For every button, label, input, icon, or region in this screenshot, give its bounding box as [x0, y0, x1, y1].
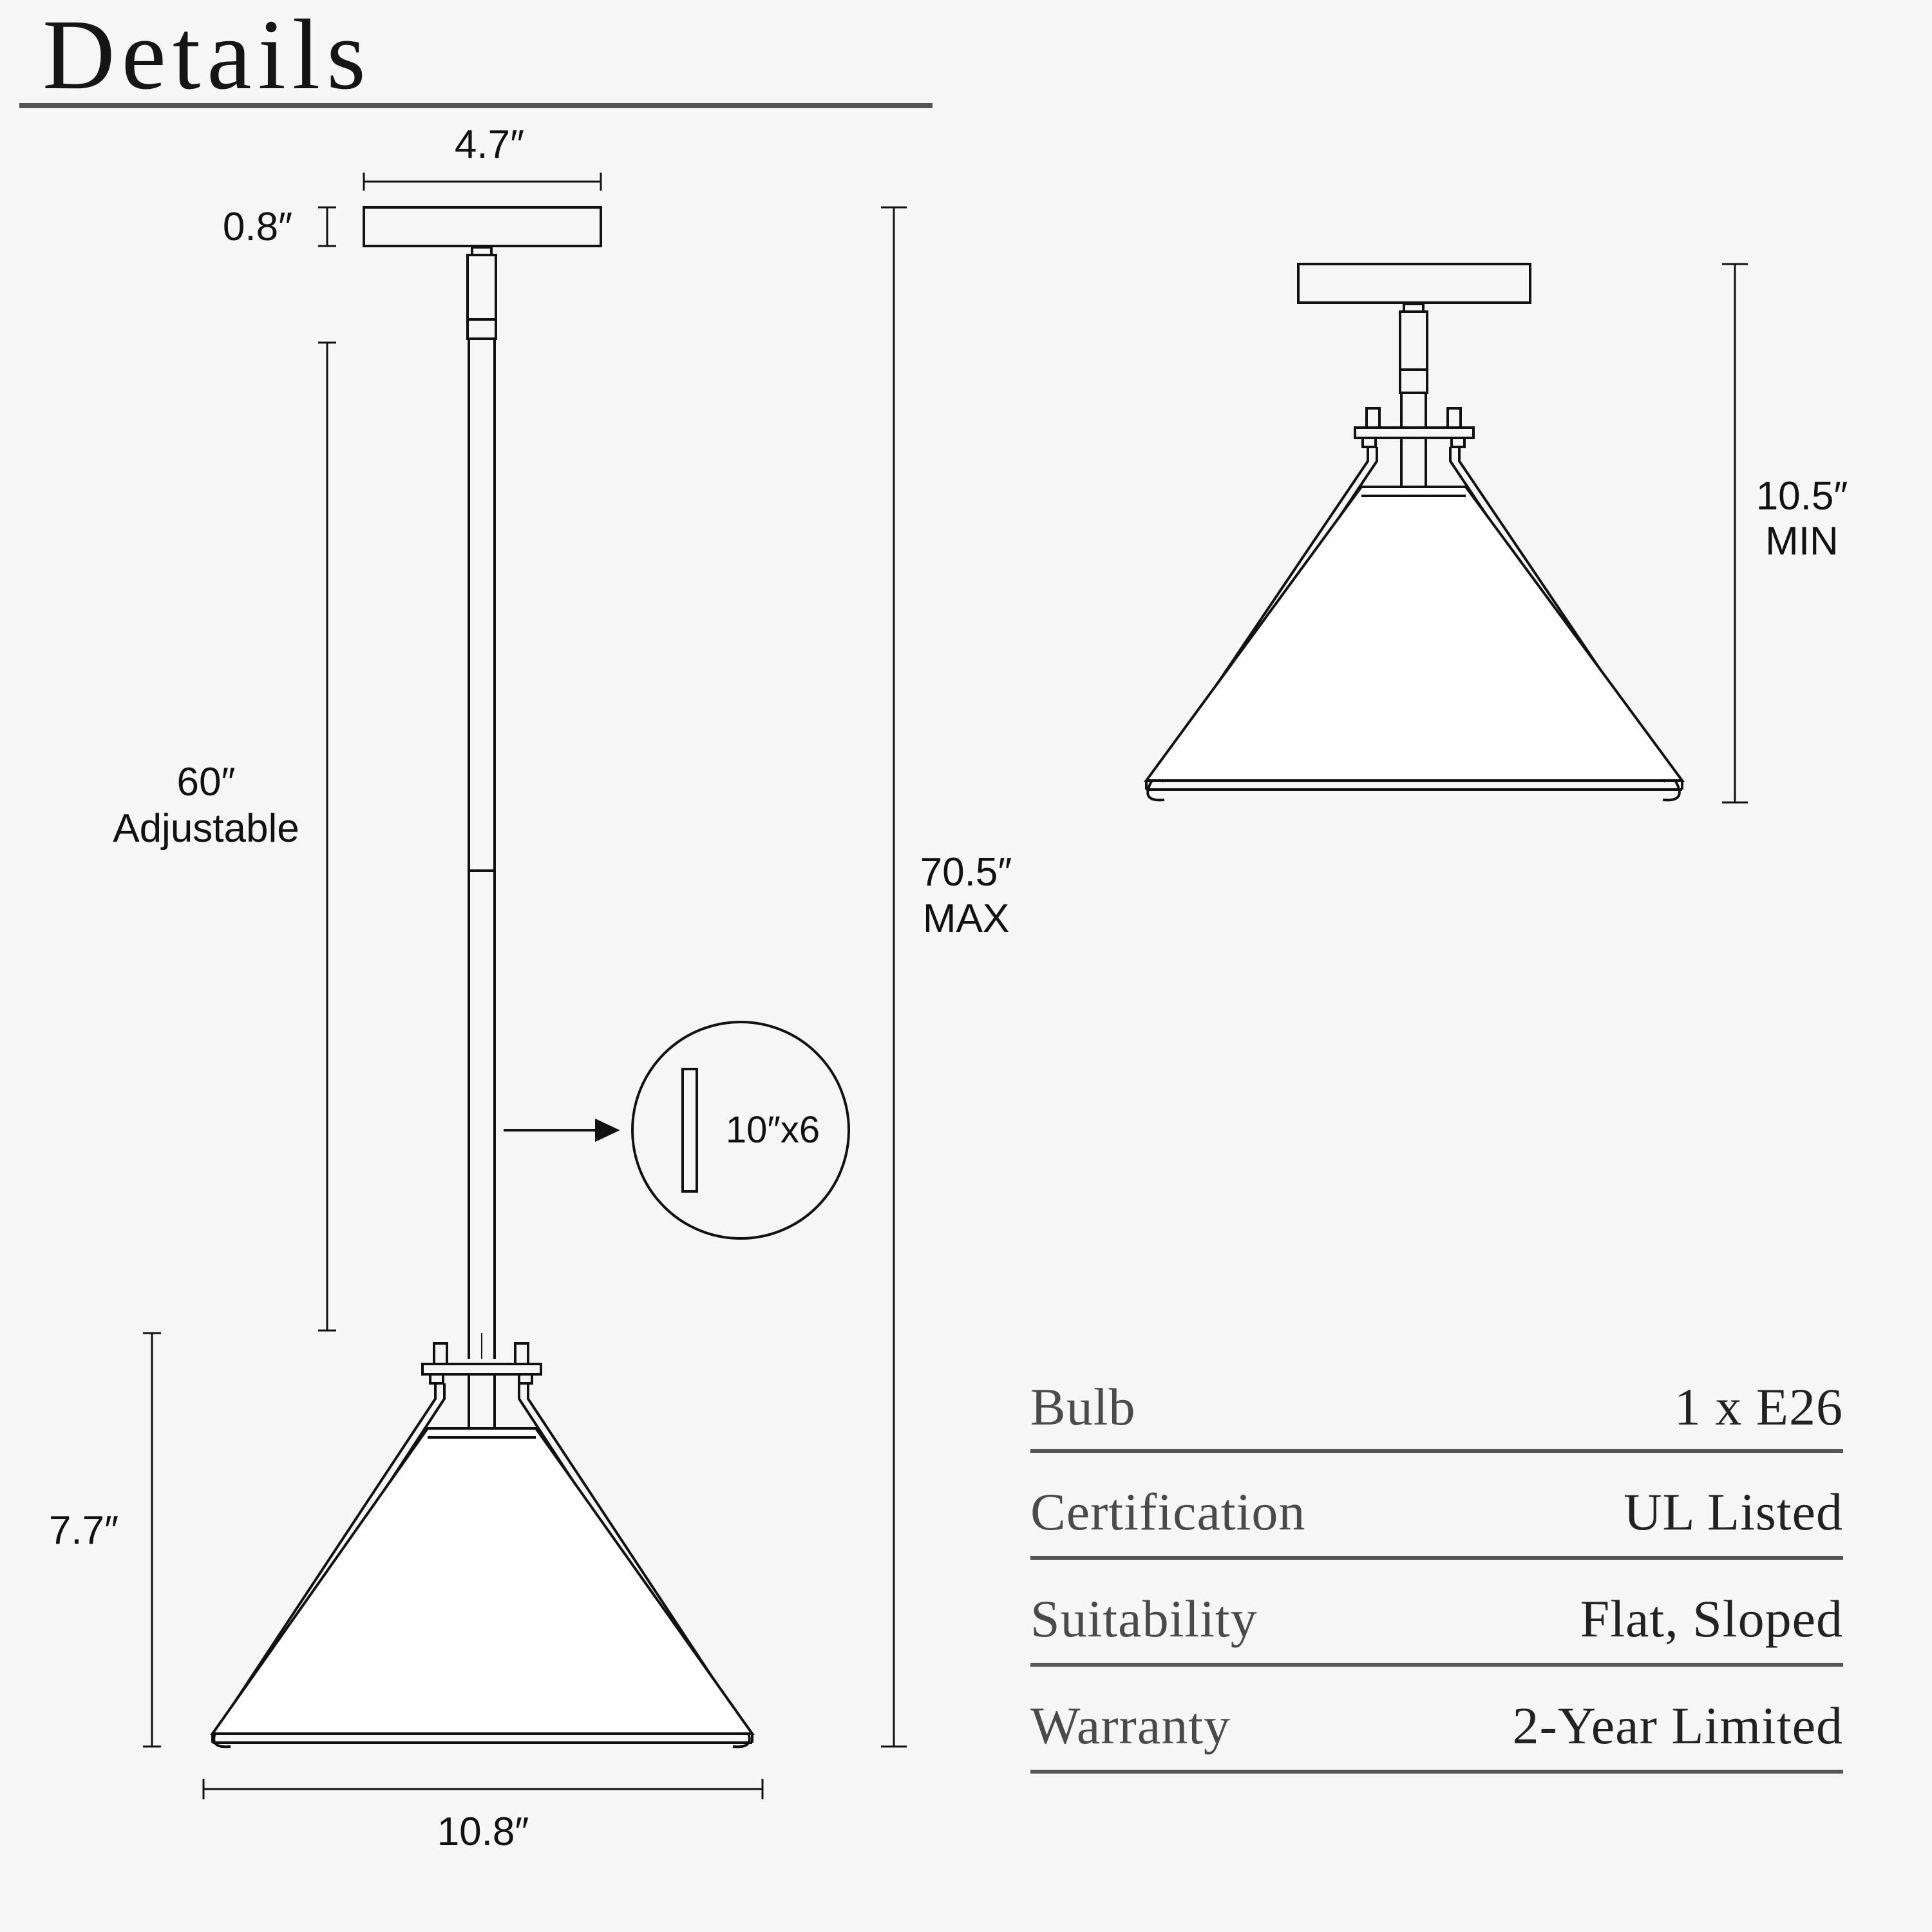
- spec-row-suitability: Suitability Flat, Sloped: [1030, 1560, 1843, 1667]
- shade-width-label: 10.8″: [437, 1810, 529, 1854]
- min-note-label: MIN: [1765, 519, 1839, 564]
- spec-row-certification: Certification UL Listed: [1030, 1453, 1843, 1560]
- dimension-lines-left: [143, 173, 907, 1799]
- spec-value: Flat, Sloped: [1580, 1589, 1843, 1648]
- pendant-max-drawing: [210, 206, 755, 1748]
- canopy-width-label: 4.7″: [454, 122, 525, 167]
- rod-adjustable-label: Adjustable: [113, 806, 299, 851]
- spec-label: Suitability: [1030, 1589, 1258, 1648]
- spec-table: Bulb 1 x E26 Certification UL Listed Sui…: [1030, 1365, 1843, 1774]
- spec-label: Warranty: [1030, 1696, 1231, 1755]
- spec-value: 2-Year Limited: [1512, 1696, 1843, 1755]
- spec-row-warranty: Warranty 2-Year Limited: [1030, 1667, 1843, 1774]
- max-note-label: MAX: [922, 896, 1010, 941]
- spec-value: 1 x E26: [1674, 1378, 1843, 1436]
- spec-label: Bulb: [1030, 1378, 1136, 1436]
- pendant-min-drawing: [1144, 263, 1685, 802]
- rod-length-label: 60″: [176, 760, 236, 804]
- spec-label: Certification: [1030, 1482, 1306, 1541]
- spec-row-bulb: Bulb 1 x E26: [1030, 1365, 1843, 1453]
- dimension-line-min: [1722, 263, 1748, 804]
- canopy-height-label: 0.8″: [222, 205, 293, 249]
- title-underline: [19, 103, 933, 108]
- rod-callout: [504, 1021, 850, 1240]
- min-height-label: 10.5″: [1756, 474, 1848, 518]
- page-title: Details: [43, 0, 372, 110]
- shade-height-label: 7.7″: [48, 1508, 119, 1553]
- spec-value: UL Listed: [1624, 1482, 1843, 1541]
- rods-callout-label: 10″x6: [725, 1109, 820, 1151]
- max-height-label: 70.5″: [920, 850, 1012, 895]
